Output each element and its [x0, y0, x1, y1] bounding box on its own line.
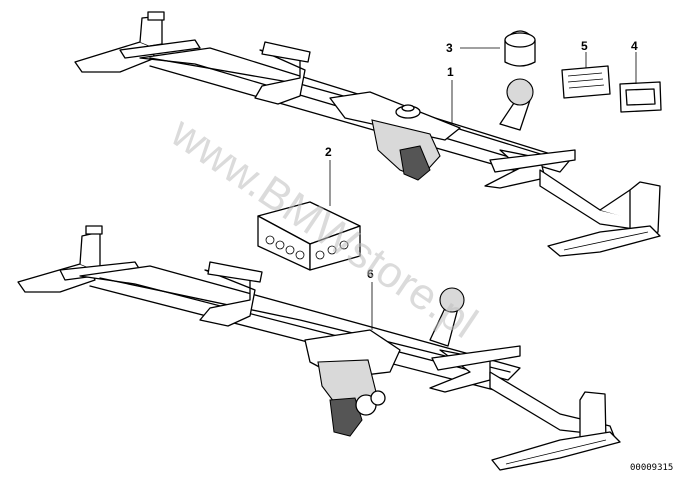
callout-5: 5 — [581, 39, 588, 53]
callouts: 3 5 4 1 2 6 — [325, 39, 638, 281]
socket-box — [257, 201, 361, 271]
sign-plate — [619, 81, 662, 113]
tow-bar-assembly-upper — [74, 11, 661, 257]
ball-cover — [504, 30, 536, 67]
reflector-plate — [561, 65, 611, 99]
callout-6: 6 — [367, 267, 374, 281]
callout-2: 2 — [325, 145, 332, 159]
tow-bar-assembly-lower — [17, 225, 621, 471]
reference-code: 00009315 — [630, 463, 673, 473]
callout-1: 1 — [447, 65, 454, 79]
callout-4: 4 — [631, 39, 638, 53]
leader-lines — [329, 47, 637, 330]
callout-3: 3 — [446, 41, 453, 55]
